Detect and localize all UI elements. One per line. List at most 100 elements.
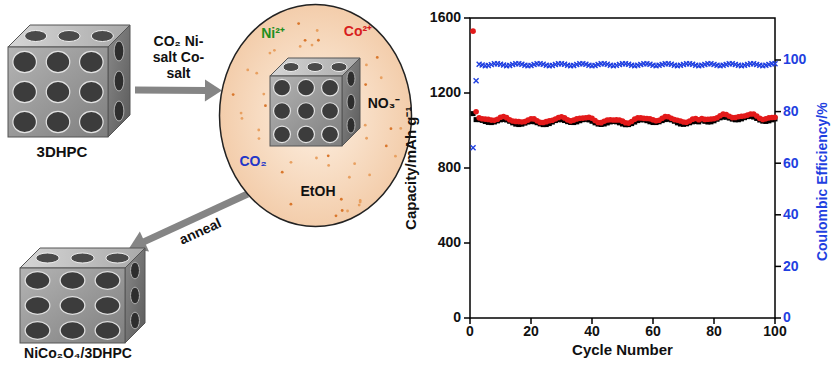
tick xyxy=(713,318,715,324)
arrow-label: CO₂ Ni-salt Co-salt xyxy=(145,33,211,81)
solution-dot xyxy=(353,162,356,165)
pore xyxy=(58,31,80,42)
charge-series xyxy=(470,28,778,126)
axis-tick-label: 60 xyxy=(645,324,661,339)
tick xyxy=(591,318,593,324)
solution-dot xyxy=(390,127,393,130)
pore xyxy=(298,79,315,95)
solution-dot xyxy=(246,69,249,72)
plot-frame xyxy=(470,18,775,318)
tick xyxy=(464,17,470,19)
species-label: CO₂ xyxy=(239,153,266,169)
pore xyxy=(60,297,85,315)
porous-carbon-block: 3DHPC xyxy=(5,22,135,170)
tick xyxy=(774,318,776,324)
tick xyxy=(775,214,781,216)
tick xyxy=(464,167,470,169)
tick xyxy=(775,266,781,268)
solution-dot xyxy=(368,173,371,176)
pore xyxy=(106,253,129,263)
data-circle xyxy=(473,109,479,115)
axis-tick-label: 100 xyxy=(783,52,806,67)
pore xyxy=(298,126,315,142)
tick xyxy=(469,318,471,324)
discharge-series xyxy=(471,111,778,127)
data-cross xyxy=(471,145,476,150)
pore xyxy=(322,79,339,95)
porous-carbon-block: NiCo₂O₄/3DHPC xyxy=(12,245,162,365)
solution-dot xyxy=(241,117,244,120)
solution-dot xyxy=(376,56,379,59)
axis-tick-label: 1200 xyxy=(430,85,461,100)
axis-tick-label: 20 xyxy=(783,259,799,274)
pore xyxy=(131,287,140,304)
species-label: Ni²⁺ xyxy=(261,25,285,41)
porous-carbon-block xyxy=(270,58,360,146)
bubble-outline xyxy=(220,5,412,227)
pore xyxy=(131,262,140,279)
tick xyxy=(775,111,781,113)
pore xyxy=(46,81,70,102)
solution-dot xyxy=(327,164,330,167)
species-label: EtOH xyxy=(301,183,336,199)
tick xyxy=(530,318,532,324)
pore xyxy=(307,63,323,72)
pore xyxy=(331,63,347,72)
data-cross xyxy=(773,61,778,66)
solution-dot xyxy=(317,39,320,42)
pore xyxy=(274,103,291,119)
solution-dot xyxy=(255,72,258,75)
block-front-face xyxy=(20,268,125,343)
pore xyxy=(95,297,120,315)
pore xyxy=(80,51,104,72)
pore xyxy=(46,111,70,132)
axis-tick-label: 100 xyxy=(763,324,786,339)
solution-dot xyxy=(365,137,368,140)
pore xyxy=(347,71,355,87)
pore xyxy=(80,111,104,132)
arrow-label: anneal xyxy=(176,214,225,248)
solution-dot xyxy=(399,127,402,130)
solution-dots xyxy=(232,22,402,217)
axis-title: Cycle Number xyxy=(572,342,673,359)
axis-tick-label: 0 xyxy=(453,310,461,325)
tick xyxy=(775,317,781,319)
solution-dot xyxy=(315,157,318,160)
solution-dot xyxy=(290,203,293,206)
solution-dot xyxy=(269,52,272,55)
block-front-face xyxy=(8,47,108,137)
solution-dot xyxy=(304,39,307,42)
process-arrow xyxy=(135,79,222,101)
solution-dot xyxy=(364,83,367,86)
axis-tick-label: 800 xyxy=(438,160,461,175)
pore xyxy=(13,111,37,132)
pore xyxy=(13,51,37,72)
solution-dot xyxy=(335,214,338,217)
pore xyxy=(25,297,50,315)
pore xyxy=(347,94,355,110)
pore xyxy=(95,322,120,340)
solution-dot xyxy=(232,93,235,96)
block-side-face xyxy=(342,58,360,146)
solution-dot xyxy=(341,209,344,212)
pore xyxy=(95,272,120,290)
pore xyxy=(131,312,140,329)
data-circle xyxy=(772,115,778,121)
pore xyxy=(274,126,291,142)
axis-tick-label: 60 xyxy=(783,156,799,171)
solution-dot xyxy=(364,124,367,127)
solution-dot xyxy=(340,198,343,201)
pore xyxy=(71,253,94,263)
pore xyxy=(283,63,299,72)
porous-carbon-block xyxy=(8,25,130,137)
axis-tick-label: 80 xyxy=(783,104,799,119)
solution-dot xyxy=(359,201,362,204)
axis-tick-label: 400 xyxy=(438,235,461,250)
axis-tick-label: 1600 xyxy=(430,10,461,25)
solution-dot xyxy=(299,45,302,48)
axis-tick-label: 80 xyxy=(706,324,722,339)
species-label: Co²⁺ xyxy=(344,23,372,39)
chart-axes xyxy=(464,18,781,324)
axis-tick-label: 40 xyxy=(783,207,799,222)
